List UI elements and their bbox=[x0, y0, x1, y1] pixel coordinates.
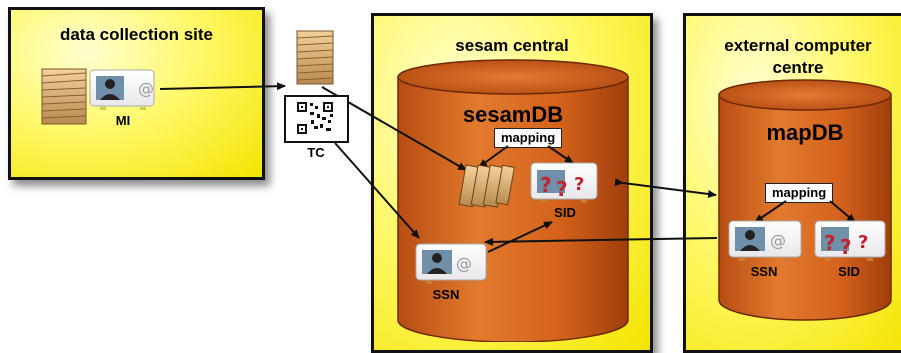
arrow-mapping-to-stack bbox=[478, 145, 509, 168]
mapdb-sid-card-icon: ? ? ? bbox=[814, 220, 886, 261]
sesamdb-title: sesamDB bbox=[462, 102, 564, 127]
transfer-documents-icon bbox=[296, 30, 334, 85]
svg-text:?: ? bbox=[540, 173, 552, 197]
svg-text:@: @ bbox=[456, 254, 472, 273]
arrow-mapping-to-ext-ssn bbox=[754, 200, 787, 223]
svg-text:?: ? bbox=[824, 231, 836, 255]
mapdb-ssn-label: SSN bbox=[750, 264, 778, 279]
sesam-sid-label: SID bbox=[554, 205, 576, 220]
mapdb-sid-label: SID bbox=[838, 264, 860, 279]
arrow-ssn-to-sid bbox=[487, 221, 553, 253]
arrow-ext-ssn-to-sesam bbox=[484, 237, 718, 246]
mapdb-ssn-card-icon: @ bbox=[728, 220, 802, 261]
svg-text:?: ? bbox=[556, 177, 568, 201]
stored-documents-icon bbox=[458, 164, 515, 208]
collection-site-title: data collection site bbox=[59, 25, 214, 44]
arrow-tc-to-ssn bbox=[334, 142, 420, 239]
svg-text:?: ? bbox=[858, 232, 868, 253]
mapdb-mapping-tag: mapping bbox=[765, 183, 834, 203]
icons-layer: @ bbox=[41, 30, 886, 284]
mapdb-title: mapDB bbox=[766, 120, 844, 145]
sesam-ssn-card-icon: @ bbox=[415, 243, 487, 284]
svg-text:?: ? bbox=[574, 174, 584, 195]
documents-stack-icon bbox=[41, 68, 87, 125]
sesam-central-title: sesam central bbox=[455, 36, 569, 55]
sesam-ssn-label: SSN bbox=[432, 287, 460, 302]
sesam-sid-card-icon: ? ? ? bbox=[530, 162, 598, 203]
external-centre-title-line2: centre bbox=[772, 58, 824, 77]
arrow-sesam-ext-bidirectional bbox=[614, 178, 717, 198]
flow-arrows bbox=[159, 82, 856, 253]
mi-label: MI bbox=[115, 113, 131, 128]
contact-card-icon: @ bbox=[89, 69, 155, 110]
arrow-mapping-to-sid bbox=[547, 145, 574, 164]
arrow-mi-to-tc bbox=[159, 82, 286, 91]
arrow-mapping-to-ext-sid bbox=[829, 200, 856, 223]
svg-text:?: ? bbox=[840, 235, 852, 259]
mapdb-cylinder bbox=[718, 79, 892, 321]
tc-label: TC bbox=[307, 145, 325, 160]
external-centre-title-line1: external computer bbox=[724, 36, 872, 55]
svg-text:@: @ bbox=[770, 231, 786, 250]
qr-code-icon bbox=[284, 95, 349, 143]
sesam-mapping-tag: mapping bbox=[494, 128, 563, 148]
svg-text:@: @ bbox=[138, 79, 154, 98]
